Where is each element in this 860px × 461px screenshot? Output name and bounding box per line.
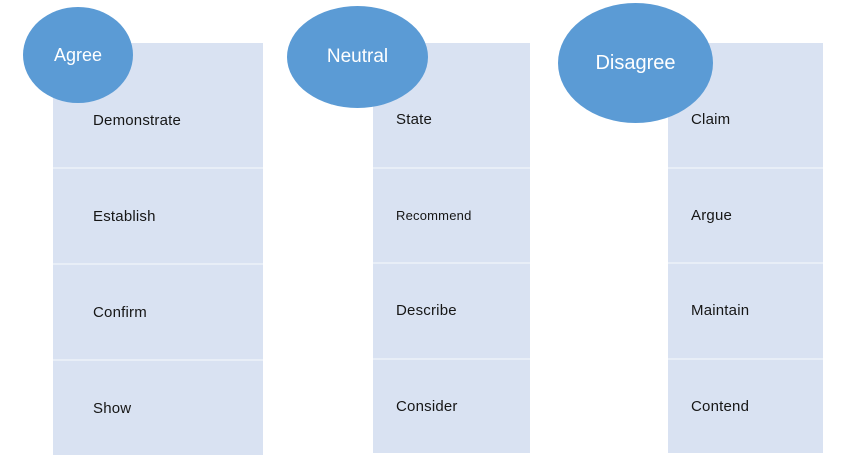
column-disagree: Claim Argue Maintain Contend [668, 43, 823, 453]
list-item: Establish [53, 167, 263, 263]
header-ellipse-neutral: Neutral [287, 6, 428, 108]
list-item: Argue [668, 166, 823, 263]
list-item: Show [53, 359, 263, 455]
header-ellipse-disagree: Disagree [558, 3, 713, 123]
list-item: Recommend [373, 166, 530, 263]
list-item: Claim [691, 111, 731, 129]
list-item: State [396, 111, 433, 129]
column-neutral: State Recommend Describe Consider [373, 43, 530, 453]
list-item: Describe [373, 262, 530, 358]
list-item: Contend [668, 357, 823, 454]
column-agree: Demonstrate Establish Confirm Show [53, 43, 263, 455]
list-item: Maintain [668, 262, 823, 358]
list-item: Confirm [53, 263, 263, 359]
header-ellipse-agree: Agree [23, 7, 133, 103]
list-item: Consider [373, 357, 530, 454]
list-item: Demonstrate [93, 111, 182, 129]
